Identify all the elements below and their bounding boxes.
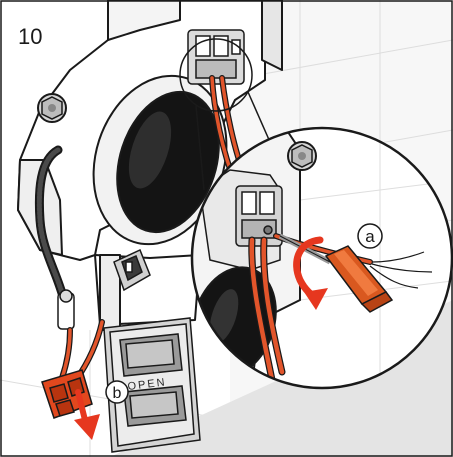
rotation-arrow-icon — [293, 236, 328, 310]
power-switch — [113, 248, 151, 292]
fan-opening — [92, 74, 228, 246]
open-label: OPEN — [127, 376, 167, 393]
open-slide-tray — [103, 317, 201, 453]
cable-grommet — [57, 289, 75, 330]
step-number: 10 — [18, 24, 42, 49]
callout-a: a — [357, 223, 383, 249]
direction-arrow-icon — [74, 389, 100, 440]
side-cable — [34, 145, 69, 305]
magnifier-leaders — [179, 38, 271, 191]
callout-b: b — [105, 380, 129, 404]
top-terminal-block — [187, 29, 245, 85]
callout-a-label: a — [365, 227, 375, 246]
top-bolt — [37, 93, 67, 123]
callout-b-label: b — [113, 385, 122, 402]
